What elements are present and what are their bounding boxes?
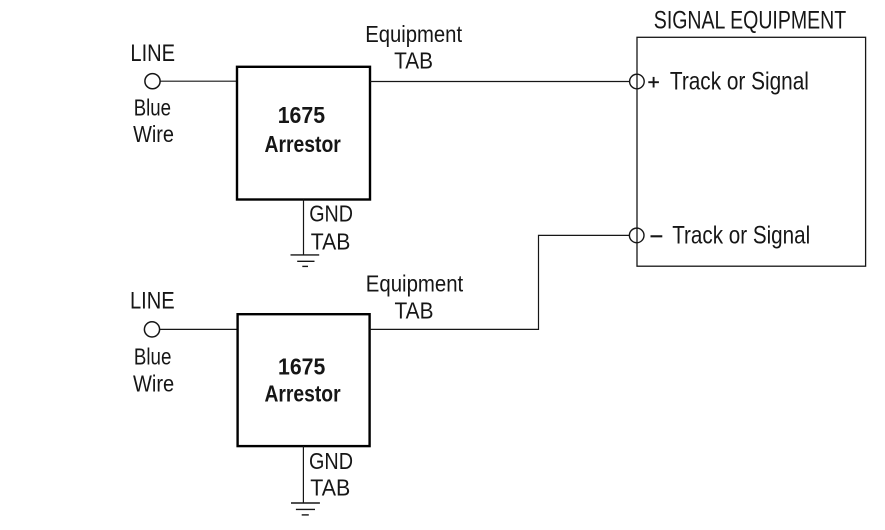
svg-text:Arrestor: Arrestor bbox=[265, 131, 341, 157]
svg-text:TAB: TAB bbox=[394, 48, 433, 74]
svg-text:Track or Signal: Track or Signal bbox=[670, 68, 809, 96]
svg-text:TAB: TAB bbox=[395, 297, 434, 323]
svg-text:1675: 1675 bbox=[278, 353, 325, 379]
svg-text:1675: 1675 bbox=[278, 102, 326, 128]
svg-text:SIGNAL EQUIPMENT: SIGNAL EQUIPMENT bbox=[654, 6, 846, 34]
svg-text:Wire: Wire bbox=[133, 121, 174, 147]
svg-text:TAB: TAB bbox=[310, 475, 350, 501]
svg-text:TAB: TAB bbox=[311, 229, 351, 255]
svg-text:LINE: LINE bbox=[130, 287, 175, 314]
svg-text:GND: GND bbox=[309, 448, 353, 474]
svg-text:Wire: Wire bbox=[133, 370, 174, 396]
svg-text:Equipment: Equipment bbox=[366, 271, 464, 297]
svg-text:Track or Signal: Track or Signal bbox=[672, 222, 810, 250]
svg-text:Blue: Blue bbox=[134, 343, 172, 369]
svg-text:GND: GND bbox=[309, 201, 353, 227]
svg-text:LINE: LINE bbox=[130, 40, 175, 67]
svg-text:Arrestor: Arrestor bbox=[265, 381, 341, 407]
svg-text:Equipment: Equipment bbox=[365, 21, 462, 47]
svg-text:Blue: Blue bbox=[134, 95, 171, 121]
